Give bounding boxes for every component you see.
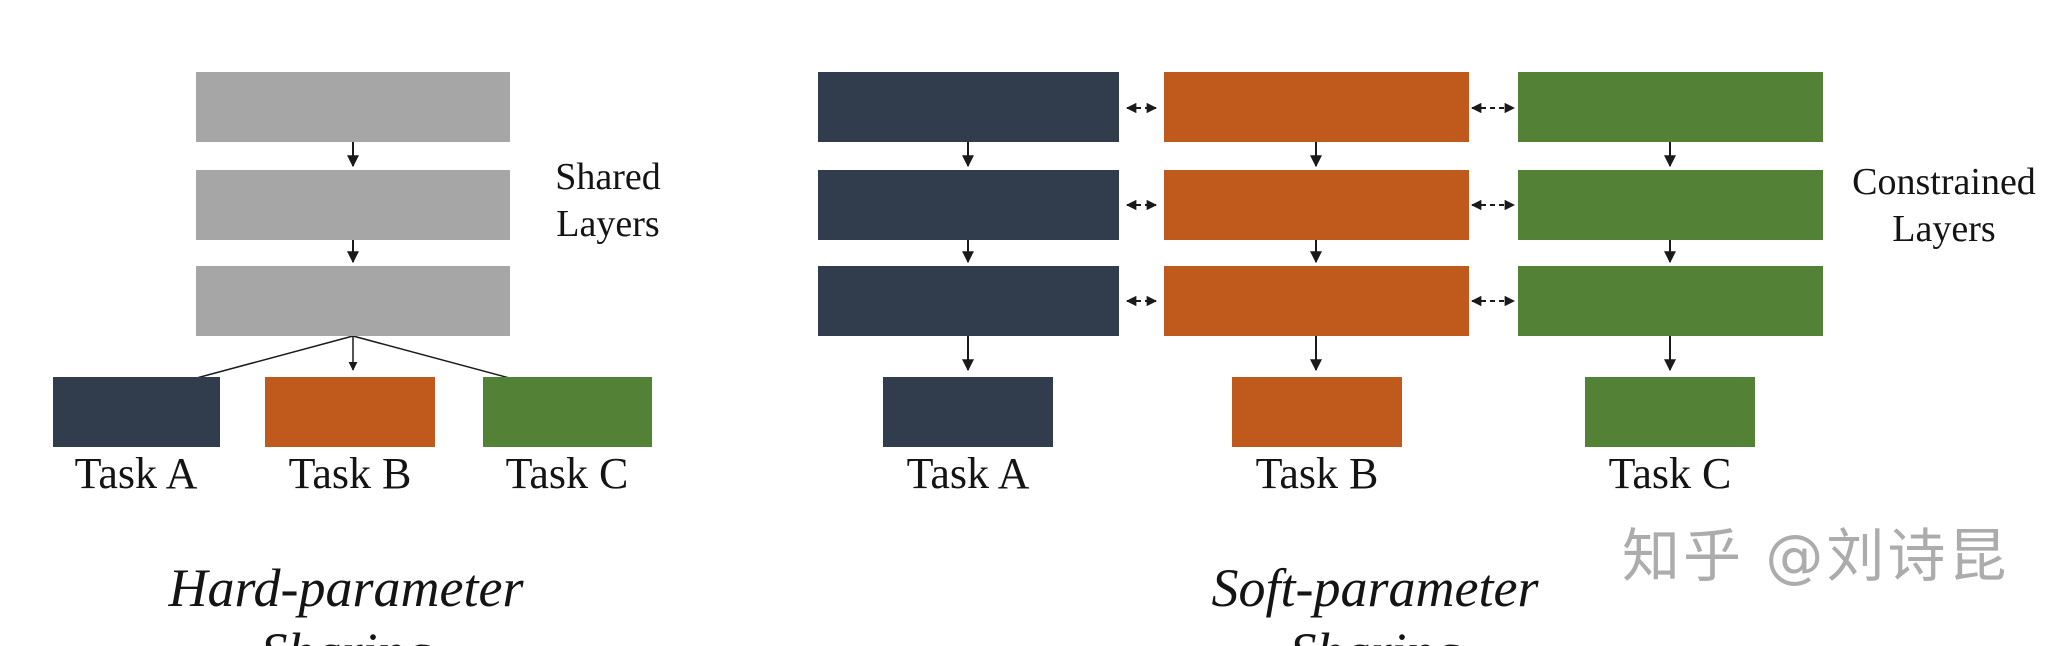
soft-task-a-box xyxy=(883,377,1053,447)
shared-layers-label-line2: Layers xyxy=(556,203,660,245)
hard-task-c-box xyxy=(483,377,652,447)
soft-colC-layer-3 xyxy=(1518,266,1823,336)
shared-layer-2 xyxy=(196,170,510,240)
soft-colB-layer-1 xyxy=(1164,72,1469,142)
zhihu-watermark: 知乎 @刘诗昆 xyxy=(1622,522,2010,590)
shared-layers-label: Shared Layers xyxy=(498,154,718,248)
constrained-layers-label: Constrained Layers xyxy=(1814,159,2060,253)
soft-task-c-label: Task C xyxy=(1608,449,1732,498)
shared-layer-1 xyxy=(196,72,510,142)
hard-task-c-label: Task C xyxy=(505,449,629,498)
soft-parameter-sharing-title: Soft-parameter Sharing xyxy=(1211,558,1539,646)
soft-colC-layer-1 xyxy=(1518,72,1823,142)
soft-colA-layer-3 xyxy=(818,266,1119,336)
soft-task-a-label: Task A xyxy=(906,449,1030,498)
hard-task-b-label: Task B xyxy=(288,449,412,498)
constrained-layers-label-line2: Layers xyxy=(1892,208,1996,250)
hard-task-a-box xyxy=(53,377,220,447)
hard-task-a-label: Task A xyxy=(74,449,198,498)
hard-parameter-sharing-title: Hard-parameter Sharing xyxy=(168,558,524,646)
constrained-layers-label-line1: Constrained xyxy=(1852,161,2036,203)
shared-layer-3 xyxy=(196,266,510,336)
soft-task-c-box xyxy=(1585,377,1755,447)
soft-colA-layer-1 xyxy=(818,72,1119,142)
shared-layers-label-line1: Shared xyxy=(555,156,661,198)
soft-task-b-label: Task B xyxy=(1255,449,1379,498)
hard-task-b-box xyxy=(265,377,435,447)
soft-colB-layer-2 xyxy=(1164,170,1469,240)
soft-colC-layer-2 xyxy=(1518,170,1823,240)
soft-colB-layer-3 xyxy=(1164,266,1469,336)
soft-colA-layer-2 xyxy=(818,170,1119,240)
soft-task-b-box xyxy=(1232,377,1402,447)
